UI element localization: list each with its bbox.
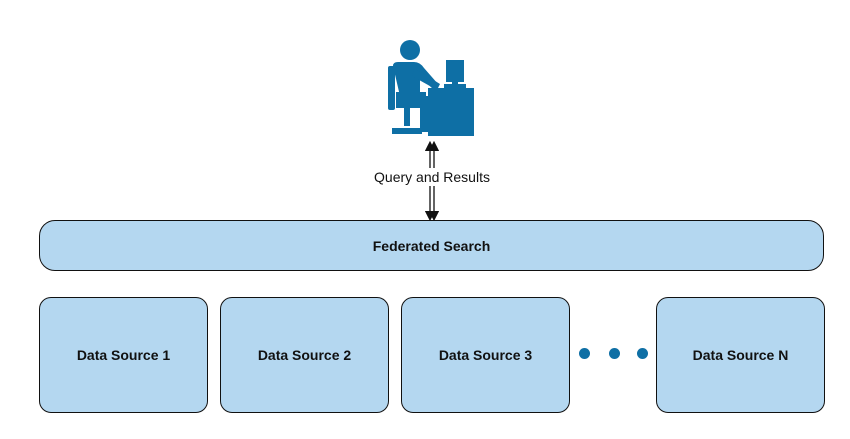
ellipsis-dot	[637, 348, 648, 359]
federated-search-label: Federated Search	[372, 237, 491, 254]
data-source-label-2: Data Source 2	[257, 347, 352, 363]
data-source-node-2: Data Source 2	[220, 297, 389, 413]
data-source-node-3: Data Source 3	[401, 297, 570, 413]
edge-label-query-results: Query and Results	[366, 168, 498, 186]
ellipsis-dot	[609, 348, 620, 359]
data-source-label-1: Data Source 1	[76, 347, 171, 363]
data-source-label-n: Data Source N	[692, 347, 789, 363]
ellipsis-dot	[579, 348, 590, 359]
person-at-computer-icon	[388, 40, 474, 136]
data-source-node-n: Data Source N	[656, 297, 825, 413]
data-source-node-1: Data Source 1	[39, 297, 208, 413]
data-source-label-3: Data Source 3	[438, 347, 533, 363]
federated-search-node: Federated Search	[39, 220, 824, 271]
